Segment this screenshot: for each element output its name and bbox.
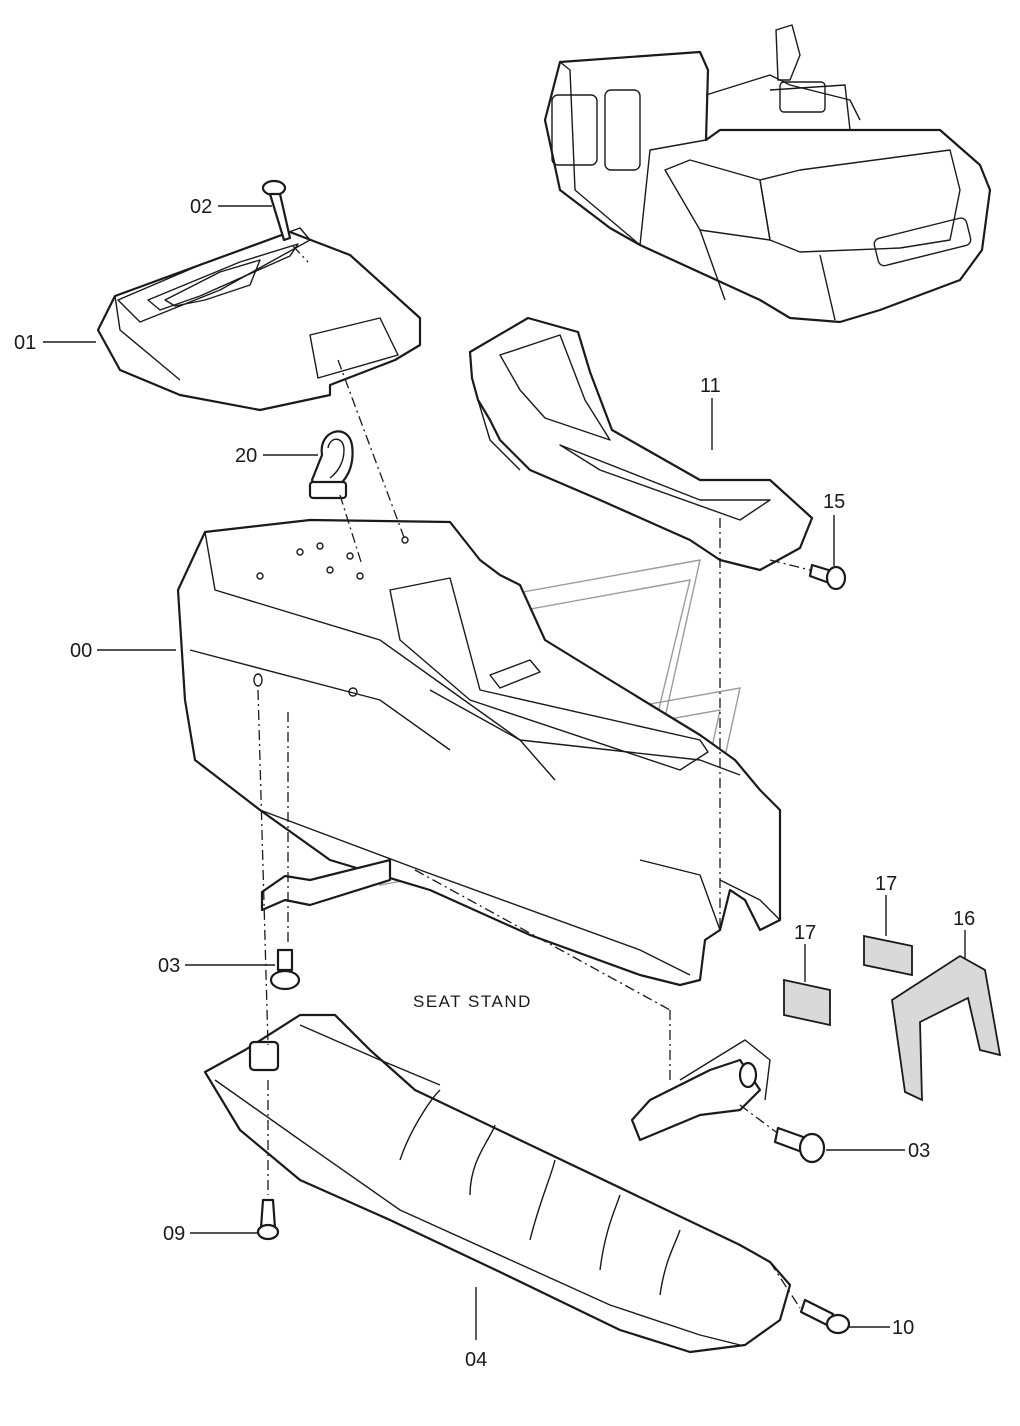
callout-00: 00 — [70, 640, 92, 662]
callout-04: 04 — [465, 1349, 487, 1371]
part-10-bolt — [799, 1298, 851, 1335]
part-16-foam-pad — [891, 954, 1002, 1102]
callout-02: 02 — [190, 196, 212, 218]
part-17-foam-block-a — [783, 978, 831, 1027]
part-09-screw — [256, 1198, 280, 1241]
callout-01: 01 — [14, 332, 36, 354]
part-04-bottom-tray — [203, 1013, 792, 1354]
part-15-bolt — [808, 563, 847, 591]
callout-03-left: 03 — [158, 955, 180, 977]
callout-16: 16 — [953, 908, 975, 930]
part-20-cable-clamp — [308, 430, 354, 500]
leader-lines — [43, 205, 966, 1340]
callout-09: 09 — [163, 1223, 185, 1245]
callout-15: 15 — [823, 491, 845, 513]
callout-03-right: 03 — [908, 1140, 930, 1162]
part-01-top-cover — [96, 227, 422, 412]
callout-20: 20 — [235, 445, 257, 467]
seat-stand-caption: SEAT STAND — [413, 992, 532, 1011]
part-03-bolt-right — [773, 1126, 826, 1164]
excavator-overview-illustration — [543, 24, 992, 324]
part-00-main-console-stand — [176, 518, 782, 987]
assembly-lines — [257, 245, 811, 1309]
callout-17-lower: 17 — [794, 922, 816, 944]
left-mounting-bracket — [260, 858, 392, 912]
callout-11: 11 — [700, 375, 721, 397]
callout-17-upper: 17 — [875, 873, 897, 895]
part-02-screw — [261, 179, 292, 242]
callout-labels: 02 01 20 00 03 09 10 03 04 11 15 17 17 1… — [14, 196, 975, 1371]
part-03-bolt-left — [269, 948, 301, 991]
part-17-foam-block-b — [863, 934, 913, 977]
hinge-bracket — [630, 1039, 771, 1142]
callout-10: 10 — [892, 1317, 914, 1339]
part-11-armrest-cover — [468, 316, 814, 572]
